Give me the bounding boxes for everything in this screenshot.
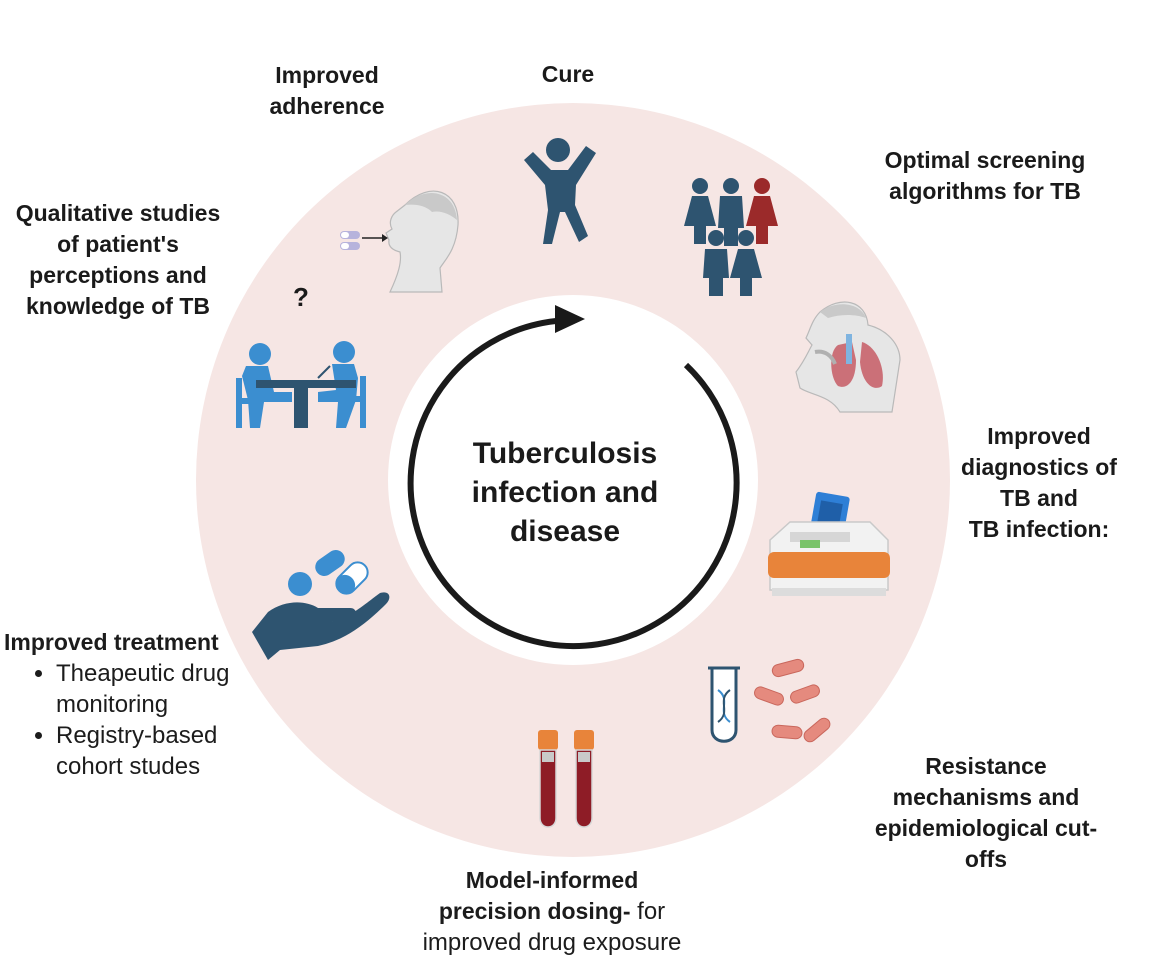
label-line: ?: [293, 282, 309, 312]
bullet-line: Registry-based: [56, 722, 218, 749]
label-improved-treatment: Improved treatment Theapeutic drug monit…: [4, 627, 274, 782]
dna-tube-bacteria-icon: [708, 658, 831, 743]
center-title-line: disease: [509, 515, 621, 548]
label-line: Resistance: [925, 753, 1047, 779]
label-line: adherence: [269, 93, 385, 119]
person-taking-pills-icon: [340, 190, 459, 293]
coughing-person-lungs-icon: [795, 301, 901, 413]
bullet-line: monitoring: [56, 691, 169, 718]
label-optimal-screening: Optimal screening algorithms for TB: [860, 145, 1110, 207]
dosing-bold-text: precision dosing-: [438, 898, 631, 924]
label-line: Improved: [987, 423, 1091, 449]
label-cure: Cure: [518, 59, 618, 90]
label-line: TB infection:: [968, 516, 1110, 542]
label-line: offs: [964, 846, 1008, 872]
label-line: of patient's: [57, 231, 179, 257]
label-line: mechanisms and: [892, 784, 1080, 810]
label-line: perceptions and: [29, 262, 207, 288]
consultation-icon: [236, 341, 366, 428]
center-title: Tuberculosis infection and disease: [420, 434, 710, 551]
treatment-bullet: Registry-based cohort studes: [56, 720, 274, 782]
label-line: TB and: [1000, 485, 1078, 511]
label-line: Improved: [275, 62, 379, 88]
center-title-line: Tuberculosis: [472, 437, 658, 470]
label-improved-diagnostics: Improved diagnostics of TB and TB infect…: [944, 421, 1134, 545]
people-group-icon: [684, 178, 778, 296]
center-title-line: infection and: [471, 476, 659, 509]
label-precision-dosing: Model-informed precision dosing- for imp…: [392, 865, 712, 958]
inner-white-disc: [388, 295, 758, 665]
bullet-line: cohort studes: [56, 753, 201, 780]
label-line: knowledge of TB: [26, 293, 210, 319]
label-line: Cure: [541, 61, 595, 87]
treatment-heading: Improved treatment: [4, 629, 219, 655]
dosing-line: Model-informed: [465, 867, 639, 893]
cheering-person-icon: [524, 138, 596, 244]
dosing-regular-text: for: [630, 898, 666, 925]
dosing-line: improved drug exposure: [422, 929, 682, 956]
blood-tubes-icon: [538, 730, 594, 828]
dosing-line: precision dosing- for: [392, 896, 712, 927]
label-line: epidemiological cut-: [874, 815, 1098, 841]
treatment-bullet-list: Theapeutic drug monitoring Registry-base…: [4, 658, 274, 782]
label-resistance-mechanisms: Resistance mechanisms and epidemiologica…: [858, 751, 1114, 875]
label-line: diagnostics of: [961, 454, 1117, 480]
label-line: Optimal screening: [884, 147, 1086, 173]
question-mark: ?: [288, 282, 314, 313]
bullet-line: Theapeutic drug: [56, 660, 230, 687]
label-line: Qualitative studies: [15, 200, 221, 226]
label-line: algorithms for TB: [889, 178, 1081, 204]
label-improved-adherence: Improved adherence: [232, 60, 422, 122]
label-qualitative-studies: Qualitative studies of patient's percept…: [0, 198, 236, 322]
treatment-bullet: Theapeutic drug monitoring: [56, 658, 274, 720]
cycle-arrow: [407, 305, 740, 649]
diagnostic-machine-icon: [768, 491, 890, 596]
pills-hand-icon: [252, 549, 390, 660]
